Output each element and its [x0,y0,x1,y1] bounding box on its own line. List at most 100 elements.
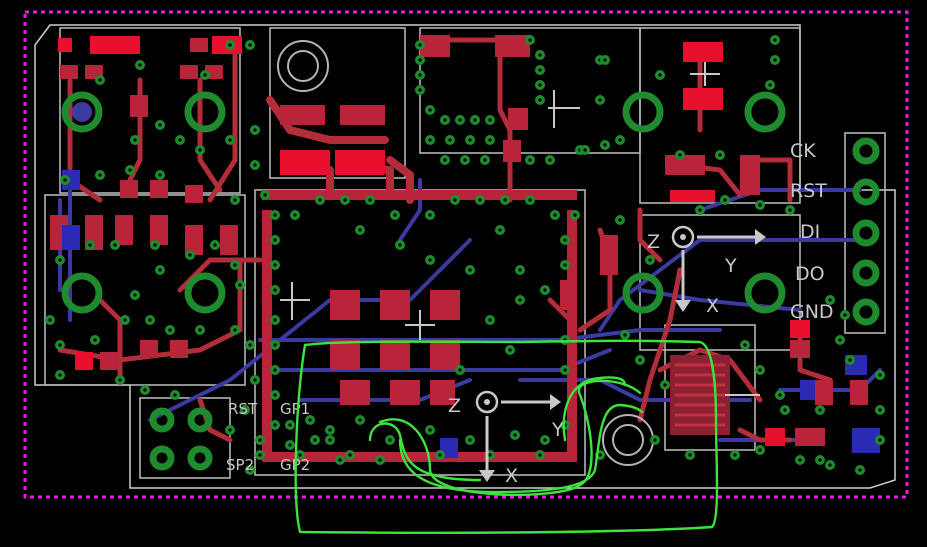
label-gp1: GP1 [280,400,310,418]
via-hole [458,118,462,122]
via-hole [563,263,567,267]
via-hole [388,438,392,442]
via-hole [818,408,822,412]
via-hole [318,198,322,202]
via-hole [688,453,692,457]
via-hole [153,243,157,247]
via-hole [198,328,202,332]
via-hole [133,293,137,297]
via-hole [528,38,532,42]
axis-top-y: Y [724,255,737,277]
bottom-left-connector [149,407,213,471]
via-hole [98,173,102,177]
via-hole [118,378,122,382]
via-hole [543,288,547,292]
via-hole [623,333,627,337]
via-hole [158,268,162,272]
label-sp2: SP2 [226,456,254,474]
via-hole [428,138,432,142]
via-hole [758,368,762,372]
via-hole [678,153,682,157]
via-hole [228,43,232,47]
via-hole [233,263,237,267]
via-hole [228,138,232,142]
via-hole [598,453,602,457]
sensor-footprint [670,355,730,435]
via-hole [138,63,142,67]
via-hole [428,213,432,217]
via-hole [603,143,607,147]
via-hole [393,213,397,217]
via-hole [648,258,652,262]
via-hole [243,408,247,412]
via-hole [428,258,432,262]
via-hole [843,313,847,317]
via-hole [113,243,117,247]
via-hole [443,118,447,122]
via-hole [168,328,172,332]
via-hole [798,458,802,462]
via-hole [273,238,277,242]
via-hole [418,73,422,77]
via-hole [603,58,607,62]
via-hole [478,198,482,202]
via-hole [88,243,92,247]
via-hole [173,393,177,397]
via-hole [488,118,492,122]
via-hole [248,468,252,472]
via-hole [58,343,62,347]
via-hole [258,438,262,442]
via-hole [458,368,462,372]
via-hole [133,138,137,142]
via-hole [273,368,277,372]
via-hole [378,458,382,462]
via-hole [468,268,472,272]
label-rst: RST [228,400,258,418]
via-hole [828,463,832,467]
via-hole [618,218,622,222]
via-hole [58,258,62,262]
via-hole [768,83,772,87]
header-connector [852,137,880,326]
via-hole [348,453,352,457]
via-hole [758,448,762,452]
via-hole [273,288,277,292]
mcu-footprint [262,190,577,462]
via-hole [638,358,642,362]
via-hole [508,348,512,352]
via-hole [63,178,67,182]
via-hole [538,98,542,102]
via-hole [248,343,252,347]
via-hole [428,108,432,112]
via-hole [733,453,737,457]
axis-indicator-top: Z Y X [647,225,766,317]
via-hole [288,423,292,427]
via-hole [718,153,722,157]
via-hole [483,158,487,162]
via-hole [698,208,702,212]
via-hole [273,213,277,217]
header-label-gnd: GND [790,301,834,323]
via-hole [453,198,457,202]
via-hole [233,198,237,202]
via-hole [343,198,347,202]
via-hole [878,373,882,377]
via-hole [488,138,492,142]
via-hole [253,128,257,132]
via-hole [263,193,267,197]
via-hole [273,423,277,427]
via-hole [358,228,362,232]
via-hole [93,338,97,342]
via-hole [428,428,432,432]
via-hole [518,268,522,272]
via-hole [538,453,542,457]
via-hole [618,138,622,142]
via-hole [258,453,262,457]
via-hole [878,438,882,442]
via-hole [468,438,472,442]
via-hole [538,53,542,57]
via-hole [128,168,132,172]
via-hole [178,138,182,142]
axis-bottom-z: Z [448,395,461,417]
